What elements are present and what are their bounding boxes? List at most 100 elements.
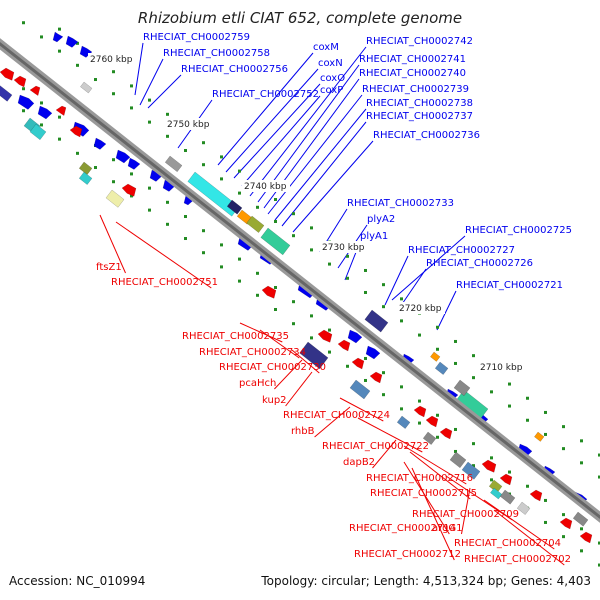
leader-line [483, 499, 555, 550]
leader-line [274, 359, 303, 390]
tick-dot [310, 226, 313, 230]
reverse-gene-arrow [579, 531, 593, 544]
leader-line [391, 235, 466, 301]
tick-dot [40, 101, 43, 105]
tick-dot [436, 325, 439, 329]
tick-dot [544, 410, 547, 414]
tick-dot [292, 234, 295, 238]
reverse-gene-label: RHECIAT_CH0002734 [199, 347, 306, 358]
tick-dot [544, 498, 547, 502]
tick-dot [580, 461, 583, 465]
reverse-gene-arrow [425, 415, 439, 428]
reverse-gene-label: RHECIAT_CH0002722 [322, 441, 429, 452]
tick-dot [202, 229, 205, 233]
tick-dot [292, 212, 295, 216]
tick-dot [454, 361, 457, 365]
tick-dot [472, 376, 475, 380]
leader-line [292, 140, 374, 233]
gene-block [430, 351, 441, 362]
gene-block [246, 215, 265, 233]
tick-dot [112, 158, 115, 162]
reverse-gene-label: RHECIAT_CH0002716 [366, 473, 473, 484]
tick-label-bg [165, 118, 213, 130]
tick-dot [328, 262, 331, 266]
tick-dot [598, 453, 600, 457]
leader-line [267, 94, 363, 215]
gene-block [236, 209, 253, 225]
reverse-gene-label: argG1 [432, 523, 463, 534]
leader-line [281, 121, 367, 227]
tick-dot [274, 285, 277, 289]
reverse-gene-label: pcaHch [239, 378, 276, 389]
tick-dot [274, 307, 277, 311]
tick-dot [562, 535, 565, 539]
leader-line [217, 52, 314, 166]
leader-line [411, 467, 455, 561]
reverse-gene-arrow [439, 427, 453, 440]
tick-dot [526, 418, 529, 422]
tick-dot [40, 35, 43, 39]
forward-gene-label: coxP [320, 85, 343, 96]
tick-dot [508, 382, 511, 386]
tick-dot [148, 186, 151, 190]
tick-dot [400, 319, 403, 323]
forward-gene-arrow [93, 137, 107, 150]
gene-block [453, 379, 471, 397]
tick-dot [544, 432, 547, 436]
tick-dot [418, 421, 421, 425]
tick-dot [112, 70, 115, 74]
tick-label-bg [397, 302, 445, 314]
forward-gene-label: RHECIAT_CH0002736 [373, 130, 480, 141]
tick-dot [598, 475, 600, 479]
tick-dot [364, 268, 367, 272]
reverse-gene-arrow [351, 357, 365, 370]
reverse-gene-arrow [499, 473, 513, 486]
tick-dot [580, 527, 583, 531]
gene-block [396, 415, 411, 429]
gene-block [499, 489, 516, 505]
forward-gene-label: RHECIAT_CH0002733 [347, 198, 454, 209]
gene-block [461, 461, 481, 480]
forward-gene-label: RHECIAT_CH0002739 [362, 84, 469, 95]
tick-dot [220, 265, 223, 269]
leader-line [372, 439, 397, 469]
forward-gene-label: plyA2 [367, 214, 395, 225]
tick-dot [472, 442, 475, 446]
tick-dot [274, 219, 277, 223]
tick-dot [256, 293, 259, 297]
gene-block [349, 379, 371, 400]
reverse-gene-arrow [529, 489, 543, 502]
tick-dot [562, 513, 565, 517]
tick-dot [364, 378, 367, 382]
reverse-gene-label: RHECIAT_CH0002724 [283, 410, 390, 421]
reverse-gene-arrow [481, 459, 497, 473]
tick-dot [130, 106, 133, 110]
tick-dot [328, 328, 331, 332]
forward-gene-arrow [127, 157, 141, 170]
genome-summary-text: Topology: circular; Length: 4,513,324 bp… [261, 574, 591, 588]
reverse-gene-arrow [13, 75, 27, 88]
gene-block [572, 511, 589, 527]
tick-dot [598, 541, 600, 545]
reverse-gene-label: ftsZ1 [96, 262, 122, 273]
tick-dot [148, 120, 151, 124]
gene-features [0, 31, 593, 544]
tick-dot [166, 112, 169, 116]
tick-dot [598, 563, 600, 567]
tick-dot [184, 215, 187, 219]
forward-gene-labels: RHECIAT_CH0002759RHECIAT_CH0002758RHECIA… [143, 32, 572, 291]
tick-dot [382, 393, 385, 397]
tick-dot [166, 222, 169, 226]
tick-dot [346, 254, 349, 258]
leader-line [403, 461, 450, 535]
tick-dot [148, 98, 151, 102]
tick-dot [382, 305, 385, 309]
forward-gene-arrow [65, 35, 79, 48]
forward-gene-label: RHECIAT_CH0002726 [426, 258, 533, 269]
tick-dot [256, 205, 259, 209]
tick-dot [310, 336, 313, 340]
forward-gene-arrow [115, 149, 131, 164]
tick-dot [130, 194, 133, 198]
tick-dot [382, 283, 385, 287]
